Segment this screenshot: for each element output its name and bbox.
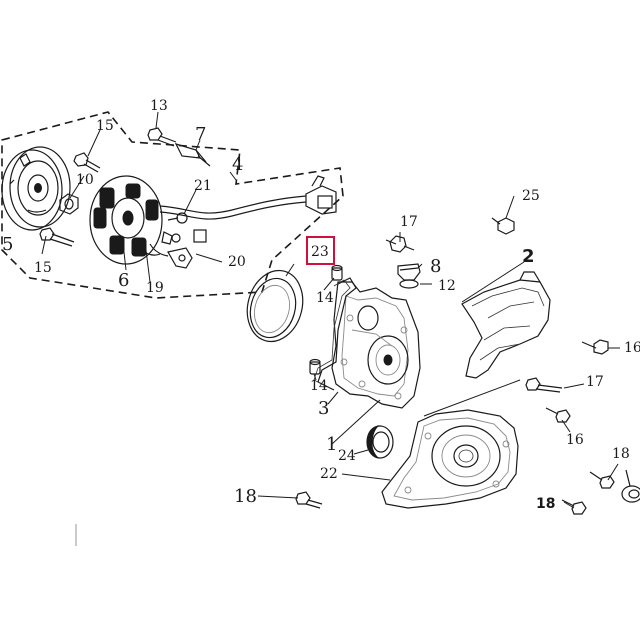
nut [59, 193, 79, 215]
label-14-upper: 14 [316, 290, 334, 306]
bolt-18-bottom-right [561, 499, 587, 515]
label-16-lower: 16 [566, 432, 584, 448]
part-labels: 15 13 7 4 10 21 5 15 6 19 20 23 14 14 3 … [2, 98, 640, 512]
sprocket-cover [461, 271, 551, 379]
stator-group-outline [1, 111, 344, 299]
bolt-16-upper [581, 339, 609, 355]
oil-seal [366, 425, 394, 459]
cover-gasket [313, 277, 357, 391]
crankcase-gasket [246, 269, 304, 343]
grommet [621, 469, 640, 503]
label-17-upper: 17 [400, 214, 418, 230]
bolt-18-right [589, 471, 615, 489]
label-8: 8 [430, 256, 441, 277]
label-10: 10 [76, 172, 94, 188]
label-17-lower: 17 [586, 374, 604, 390]
bolt-17-lower [525, 377, 563, 393]
stator [89, 175, 163, 265]
label-12: 12 [438, 278, 456, 294]
dowel-pin-upper [331, 264, 343, 281]
label-6: 6 [118, 270, 129, 291]
label-18-left: 18 [234, 486, 257, 507]
oil-plug [397, 263, 421, 281]
bolt-25 [491, 217, 515, 235]
bracket [174, 143, 211, 167]
label-13: 13 [150, 98, 168, 114]
label-18-right: 18 [612, 446, 630, 462]
label-23: 23 [311, 244, 329, 260]
bolt-16-lower [545, 407, 571, 423]
left-crankcase-cover [331, 281, 421, 409]
label-22: 22 [320, 466, 338, 482]
screw-small [167, 212, 188, 243]
label-7: 7 [195, 124, 206, 145]
label-16-upper: 16 [624, 340, 640, 356]
o-ring [399, 279, 419, 289]
label-14-lower: 14 [310, 378, 328, 394]
label-1: 1 [326, 434, 337, 455]
label-2: 2 [522, 246, 535, 267]
label-15-upper: 15 [96, 118, 114, 134]
bolt-18-left [295, 491, 323, 509]
label-15-lower: 15 [34, 260, 52, 276]
bolt-13 [147, 127, 177, 147]
pulser-coil [149, 229, 207, 269]
label-21: 21 [194, 178, 212, 194]
label-24: 24 [338, 448, 356, 464]
label-18-bottom-right: 18 [536, 496, 555, 512]
label-23-highlight-box [306, 236, 335, 265]
bolt-lower [39, 227, 75, 247]
bolt-upper [73, 152, 101, 173]
label-3: 3 [318, 398, 329, 419]
bolt-17-upper [385, 235, 415, 253]
outer-generator-cover [381, 409, 519, 509]
flywheel [1, 146, 71, 231]
label-20: 20 [228, 254, 246, 270]
dowel-pin-lower [309, 358, 321, 375]
leader-lines [41, 111, 620, 509]
label-5: 5 [2, 234, 13, 255]
label-4: 4 [232, 154, 243, 175]
label-25: 25 [522, 188, 540, 204]
wire-harness [159, 175, 337, 220]
label-19: 19 [146, 280, 164, 296]
